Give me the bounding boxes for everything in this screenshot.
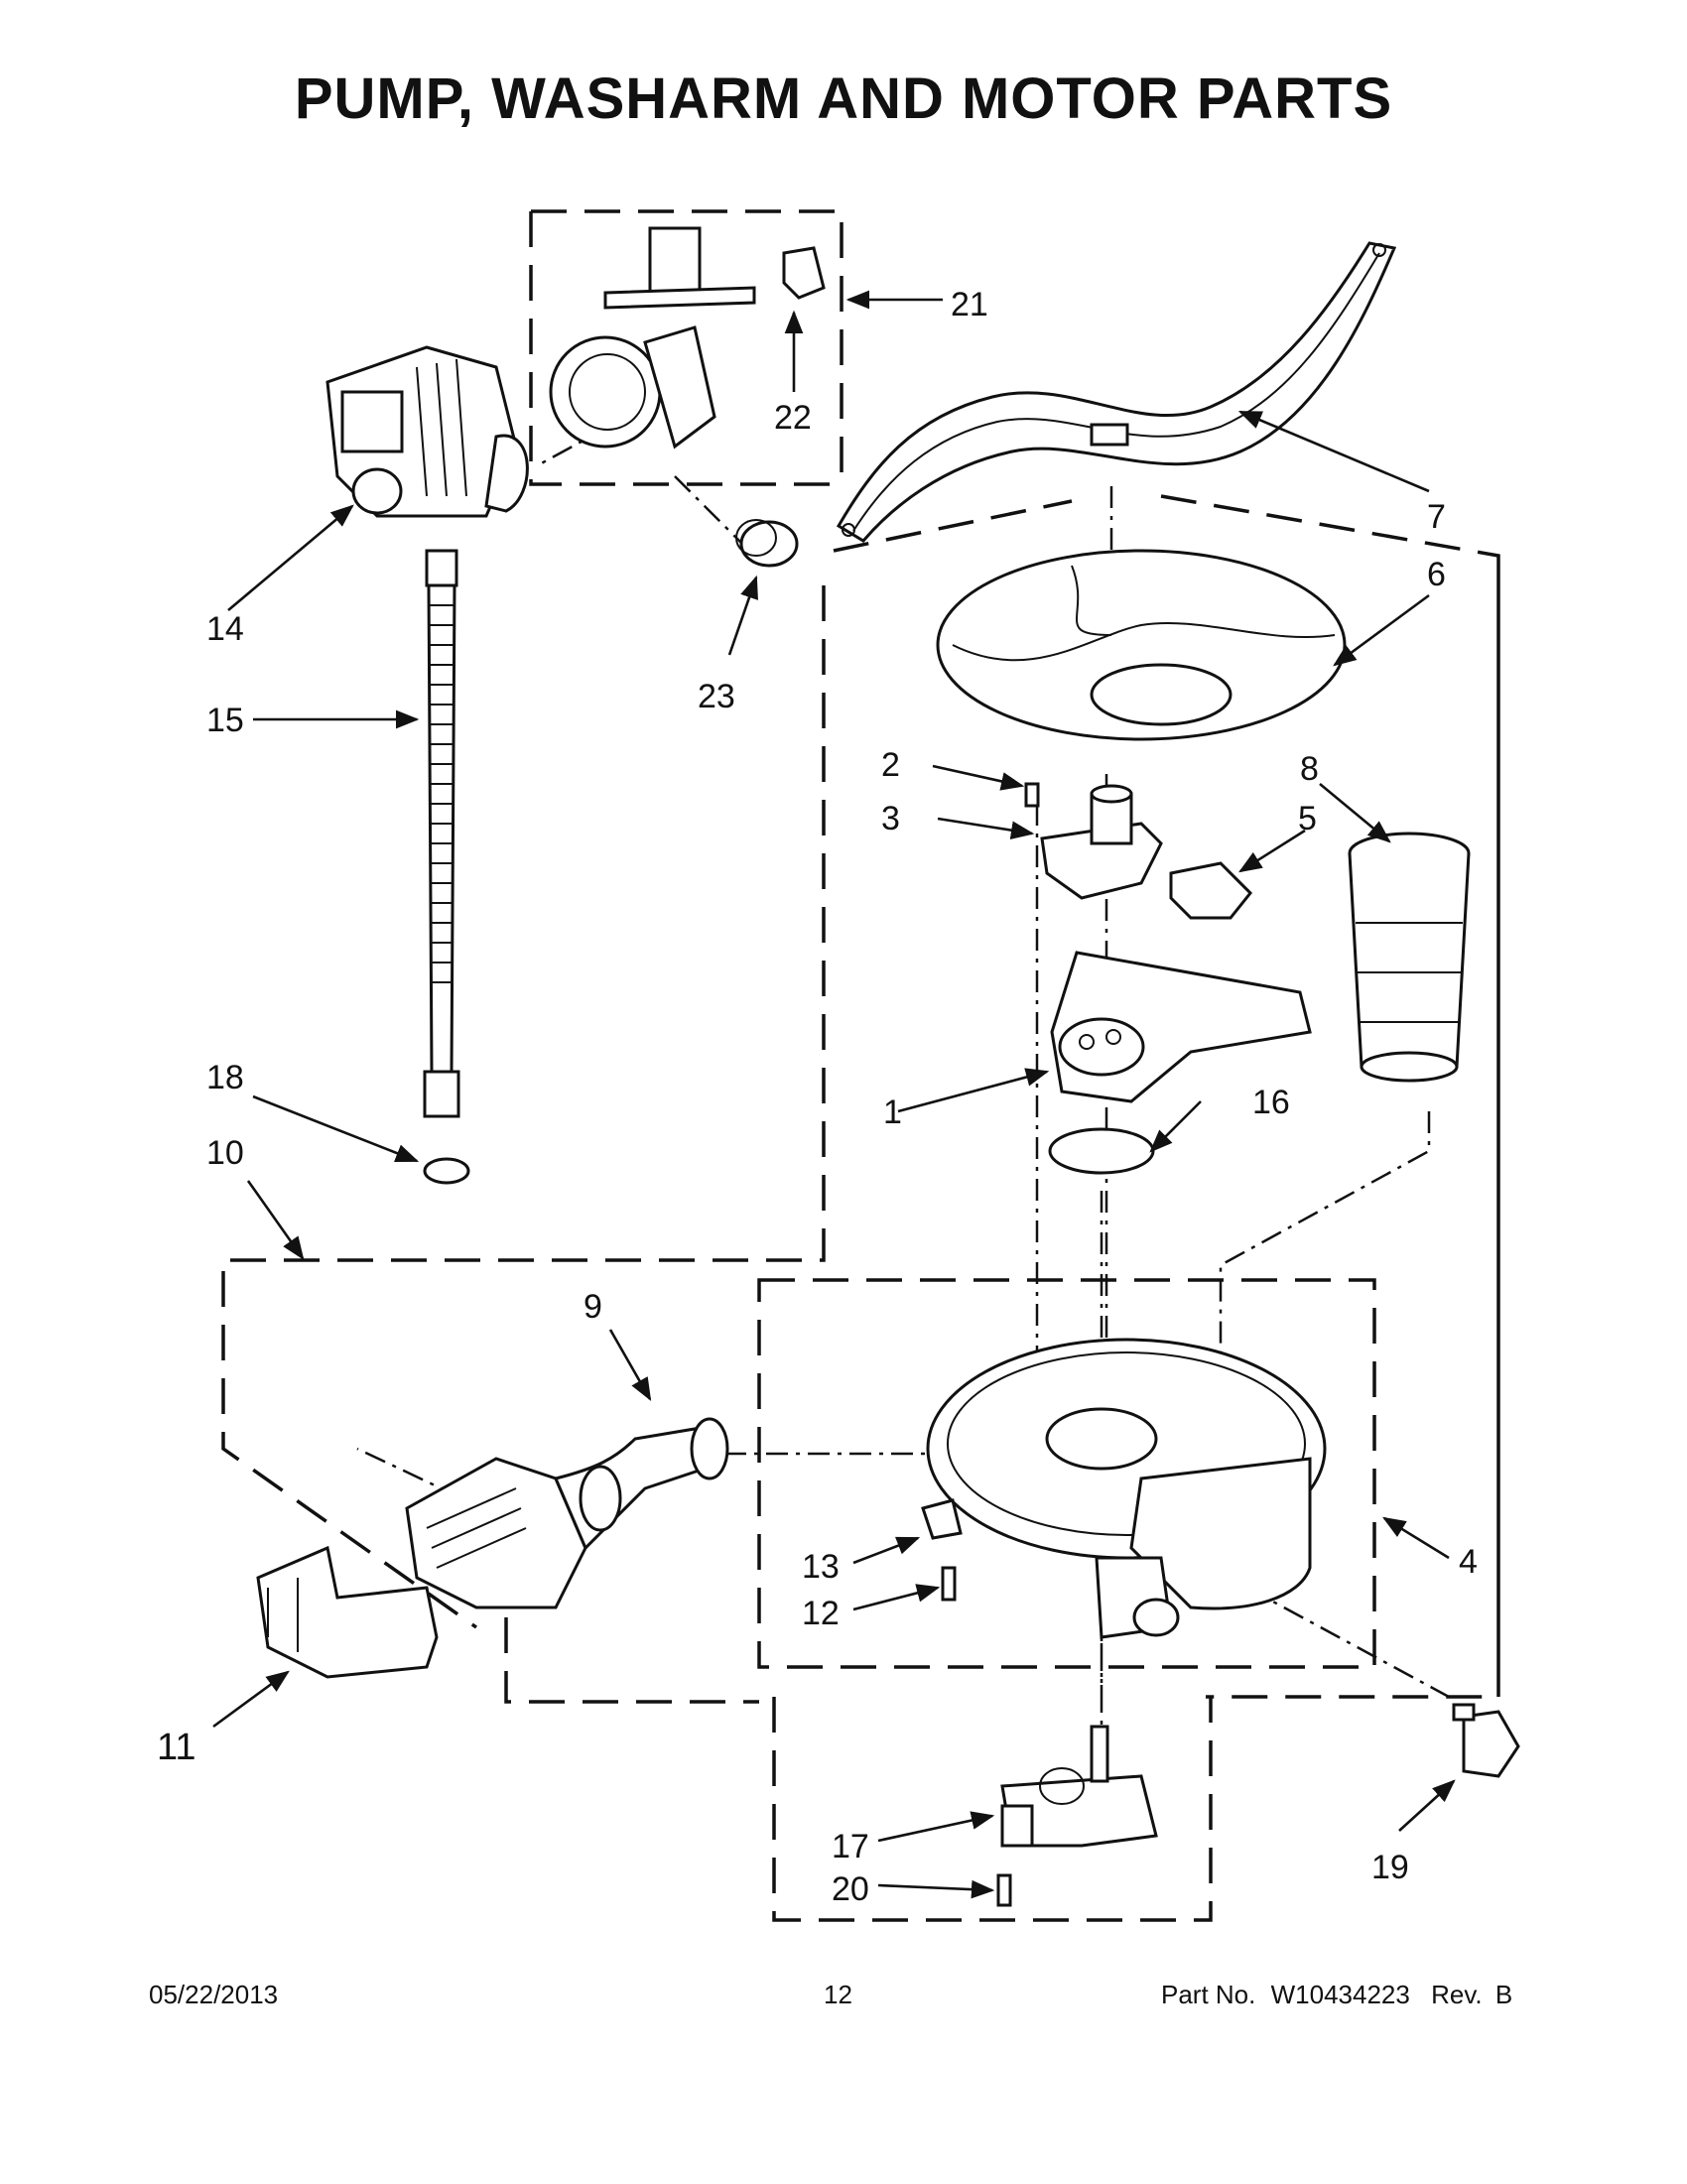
callout-3: 3 [881,800,900,837]
footer-part-info: Part No. W10434223 Rev. B [1161,1980,1512,2010]
clip-13-part [921,1498,963,1540]
spray-manifold-part [1050,951,1312,1103]
footer-page-number: 12 [824,1980,852,2009]
screw-20-part [996,1873,1012,1907]
group-box-pump [504,1617,759,1704]
callout-4: 4 [1459,1543,1478,1581]
part-number: W10434223 [1270,1980,1410,2009]
callout-11: 11 [157,1727,195,1768]
manifold-cap-part [1040,784,1163,900]
callout-15: 15 [206,702,244,739]
callout-12: 12 [802,1595,840,1632]
cap-23-part [735,519,799,568]
callout-6: 6 [1427,556,1446,593]
callout-14: 14 [206,610,244,648]
connector-22-part [782,246,826,300]
callout-17: 17 [832,1828,869,1865]
motor-shield-part [256,1545,439,1679]
callout-19: 19 [1371,1849,1409,1886]
gasket-16-part [1048,1127,1155,1175]
callout-2: 2 [881,746,900,784]
callout-5: 5 [1298,800,1317,837]
hose-clamp-part [423,1157,470,1185]
part-label: Part No. [1161,1980,1256,2009]
dashed-line-top [833,499,1073,553]
drain-pump-part [325,345,529,518]
callout-23: 23 [698,678,735,715]
sensor-19-part [1452,1703,1520,1778]
rev-value: B [1494,1980,1513,2009]
clip-5-part [1169,861,1253,920]
group-box-valve [772,1697,1213,1922]
callout-10: 10 [206,1134,244,1172]
callout-8: 8 [1300,750,1319,788]
group-box-main [221,494,1500,1699]
circulation-pump-part [405,1417,729,1609]
page-title: PUMP, WASHARM AND MOTOR PARTS [294,66,1393,131]
filter-part [1348,832,1471,1083]
callout-18: 18 [206,1059,244,1096]
screw-2-part [1024,782,1040,808]
callout-16: 16 [1252,1084,1290,1121]
group-box-upper [529,209,844,486]
wash-arm-part [836,241,1397,543]
sump-part [926,1338,1327,1639]
callout-20: 20 [832,1870,869,1908]
callout-21: 21 [951,286,988,323]
deflector-dish-part [936,549,1347,741]
callout-9: 9 [584,1288,602,1326]
drain-housing-part [549,226,756,450]
callout-7: 7 [1427,498,1446,536]
callout-13: 13 [802,1548,840,1586]
callout-22: 22 [774,399,812,437]
leader-lines [212,290,1456,1899]
callout-1: 1 [883,1093,902,1131]
group-box-sump [757,1278,1376,1669]
drain-hose-part [423,549,460,1118]
screw-12-part [941,1566,957,1602]
footer-date: 05/22/2013 [149,1980,279,2009]
diverter-motor-part [1000,1725,1158,1848]
rev-label: Rev. [1431,1980,1483,2009]
